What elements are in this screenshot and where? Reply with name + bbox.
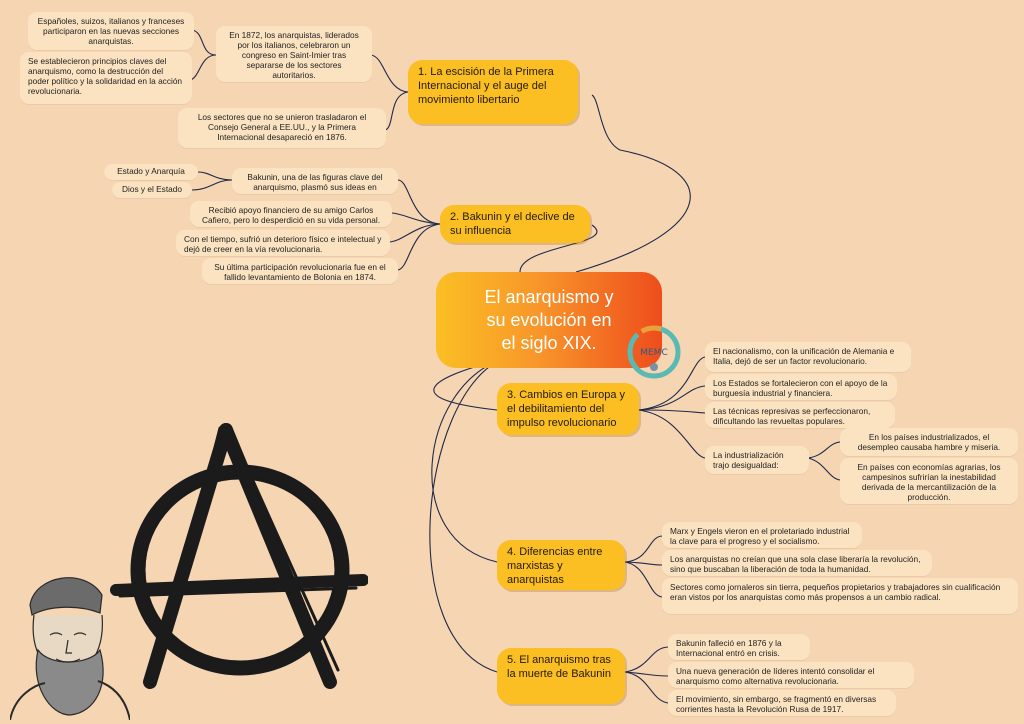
branch-5-label: 5. El anarquismo tras la muerte de Bakun…	[507, 654, 611, 680]
branch-2-node[interactable]: 2. Bakunin y el declive de su influencia	[440, 205, 590, 243]
branch-3-child-4-sub-1-label: En los países industrializados, el desem…	[857, 432, 1001, 453]
branch-3-child-1[interactable]: El nacionalismo, con la unificación de A…	[705, 342, 911, 372]
branch-2-child-3[interactable]: Con el tiempo, sufrió un deterioro físic…	[176, 230, 390, 256]
branch-2-label: 2. Bakunin y el declive de su influencia	[450, 211, 575, 237]
branch-5-child-1[interactable]: Bakunin falleció en 1876 y la Internacio…	[668, 634, 810, 660]
branch-3-child-1-label: El nacionalismo, con la unificación de A…	[713, 346, 895, 367]
logo-text: MEMC	[640, 348, 668, 358]
branch-3-child-3-label: Las técnicas represivas se perfeccionaro…	[713, 406, 871, 427]
central-topic-line: su evolución en	[486, 309, 612, 330]
branch-1-child-2[interactable]: Los sectores que no se unieron trasladar…	[178, 108, 386, 148]
branch-5-child-2-label: Una nueva generación de líderes intentó …	[676, 666, 875, 687]
branch-2-child-1-sub-2-label: Dios y el Estado	[122, 184, 182, 194]
branch-1-child-1-sub-1[interactable]: Españoles, suizos, italianos y franceses…	[28, 12, 194, 50]
branch-3-child-3[interactable]: Las técnicas represivas se perfeccionaro…	[705, 402, 895, 428]
branch-3-label: 3. Cambios en Europa y el debilitamiento…	[507, 389, 626, 429]
branch-4-label: 4. Diferencias entre marxistas y anarqui…	[507, 546, 603, 586]
central-topic-line: El anarquismo y	[484, 287, 614, 307]
central-topic[interactable]: El anarquismo y su evolución en el siglo…	[436, 272, 662, 368]
branch-3-child-4[interactable]: La industrialización trajo desigualdad:	[705, 446, 809, 474]
branch-1-label: 1. La escisión de la Primera Internacion…	[418, 66, 554, 106]
branch-4-child-2[interactable]: Los anarquistas no creían que una sola c…	[662, 550, 932, 576]
branch-2-child-1[interactable]: Bakunin, una de las figuras clave del an…	[232, 168, 398, 194]
branch-5-child-1-label: Bakunin falleció en 1876 y la Internacio…	[676, 638, 782, 659]
branch-1-child-1-label: En 1872, los anarquistas, liderados por …	[229, 30, 359, 81]
branch-4-node[interactable]: 4. Diferencias entre marxistas y anarqui…	[497, 540, 625, 590]
branch-2-child-1-label: Bakunin, una de las figuras clave del an…	[247, 172, 383, 193]
branch-4-child-2-label: Los anarquistas no creían que una sola c…	[670, 554, 921, 575]
branch-3-child-4-sub-2[interactable]: En países con economías agrarias, los ca…	[840, 458, 1018, 504]
branch-3-child-2[interactable]: Los Estados se fortalecieron con el apoy…	[705, 374, 897, 400]
branch-4-child-3-label: Sectores como jornaleros sin tierra, peq…	[670, 582, 1001, 603]
bakunin-portrait-icon	[10, 577, 130, 720]
branch-5-child-3-label: El movimiento, sin embargo, se fragmentó…	[676, 694, 877, 715]
branch-4-child-1-label: Marx y Engels vieron en el proletariado …	[670, 526, 850, 547]
central-topic-line: el siglo XIX.	[501, 332, 597, 353]
branch-1-child-1-sub-2[interactable]: Se establecieron principios claves del a…	[20, 52, 192, 104]
branch-1-child-1-sub-1-label: Españoles, suizos, italianos y franceses…	[37, 16, 185, 47]
branch-3-node[interactable]: 3. Cambios en Europa y el debilitamiento…	[497, 383, 639, 435]
branch-2-child-1-sub-2[interactable]: Dios y el Estado	[112, 182, 192, 198]
branch-5-node[interactable]: 5. El anarquismo tras la muerte de Bakun…	[497, 648, 625, 704]
branch-5-child-2[interactable]: Una nueva generación de líderes intentó …	[668, 662, 914, 688]
branch-3-child-4-sub-1[interactable]: En los países industrializados, el desem…	[840, 428, 1018, 456]
branch-3-child-4-label: La industrialización trajo desigualdad:	[713, 450, 784, 471]
branch-1-node[interactable]: 1. La escisión de la Primera Internacion…	[408, 60, 578, 124]
branch-2-child-2-label: Recibió apoyo financiero de su amigo Car…	[201, 205, 381, 226]
branch-2-child-2[interactable]: Recibió apoyo financiero de su amigo Car…	[190, 201, 392, 227]
branch-2-child-4-label: Su última participación revolucionaria f…	[214, 262, 386, 283]
branch-5-child-3[interactable]: El movimiento, sin embargo, se fragmentó…	[668, 690, 896, 716]
branch-3-child-4-sub-2-label: En países con economías agrarias, los ca…	[857, 462, 1001, 503]
branch-2-child-4[interactable]: Su última participación revolucionaria f…	[202, 258, 398, 284]
branch-1-child-1-sub-2-label: Se establecieron principios claves del a…	[28, 56, 183, 97]
branch-1-child-1[interactable]: En 1872, los anarquistas, liderados por …	[216, 26, 372, 82]
branch-1-child-2-label: Los sectores que no se unieron trasladar…	[197, 112, 367, 143]
anarchy-symbol-icon	[110, 423, 368, 689]
memc-logo: MEMC	[624, 322, 684, 382]
branch-2-child-1-sub-1-label: Estado y Anarquía	[117, 166, 185, 176]
branch-3-child-2-label: Los Estados se fortalecieron con el apoy…	[713, 378, 888, 399]
branch-4-child-1[interactable]: Marx y Engels vieron en el proletariado …	[662, 522, 862, 548]
branch-2-child-1-sub-1[interactable]: Estado y Anarquía	[104, 164, 198, 180]
branch-2-child-3-label: Con el tiempo, sufrió un deterioro físic…	[184, 234, 382, 255]
branch-4-child-3[interactable]: Sectores como jornaleros sin tierra, peq…	[662, 578, 1018, 614]
